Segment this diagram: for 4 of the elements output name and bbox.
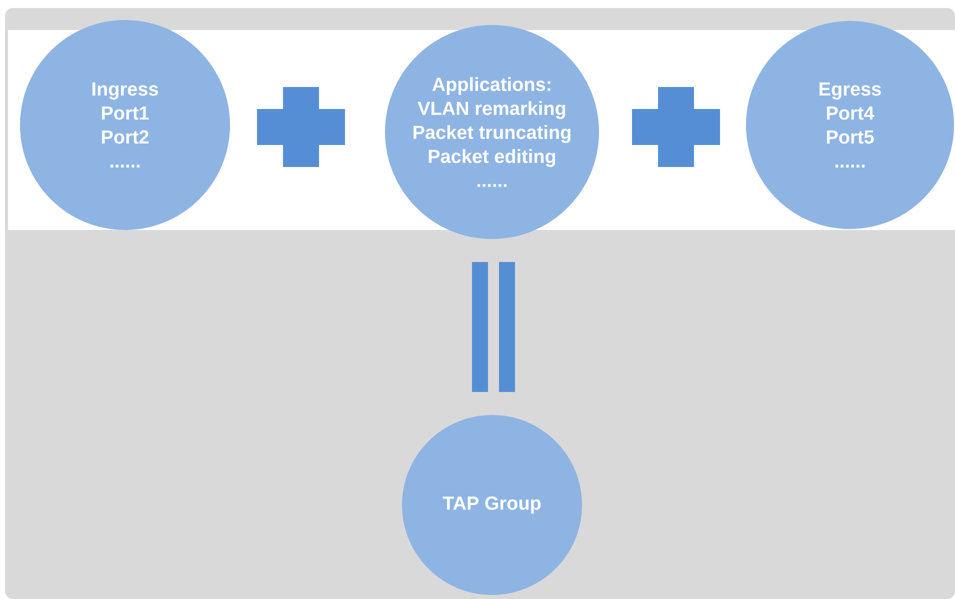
circle-node: TAP Group [402,415,582,595]
circle-node: Applications: VLAN remarking Packet truncating Packet editing ...... [385,25,599,239]
circle-node: Ingress Port1 Port2 ...... [20,20,230,230]
circle-node: Egress Port4 Port5 ...... [746,21,954,229]
